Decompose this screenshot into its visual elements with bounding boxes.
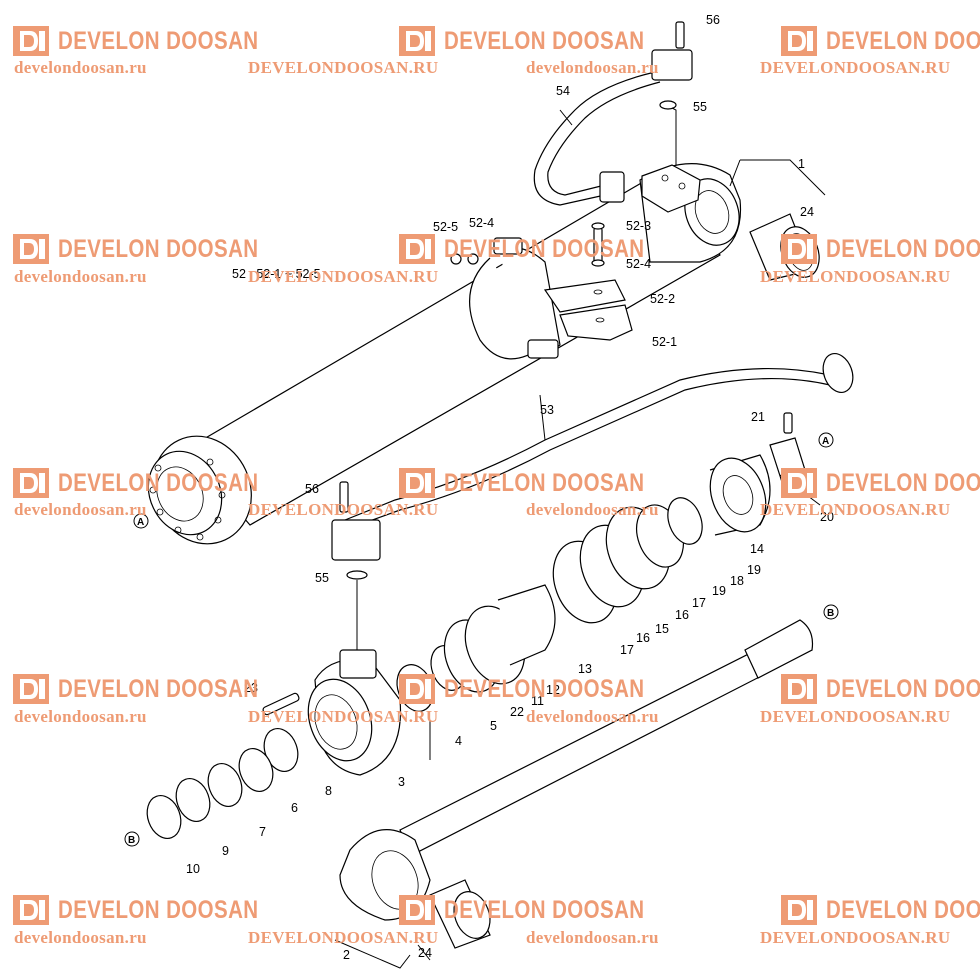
callout-54: 54 [556, 84, 570, 98]
callout-23: 23 [244, 681, 258, 695]
callout-21: 21 [751, 410, 765, 424]
callout-14: 14 [750, 542, 764, 556]
callout-53: 53 [540, 403, 554, 417]
callout-2: 2 [343, 948, 350, 962]
callout-8: 8 [325, 784, 332, 798]
callout-1: 1 [798, 157, 805, 171]
callout-4: 4 [455, 734, 462, 748]
callout-24-top: 24 [800, 205, 814, 219]
callout-56-top: 56 [706, 13, 720, 27]
callout-13: 13 [578, 662, 592, 676]
callout-12: 12 [546, 683, 560, 697]
marker-b-right: B [827, 608, 834, 619]
callout-52-3: 52-3 [626, 219, 651, 233]
callout-52-4-right: 52-4 [626, 257, 651, 271]
callout-labels: 1 24 56 54 55 52-5 52-4 52-3 52-4 52 : 5… [186, 13, 834, 962]
marker-a-left: A [137, 517, 144, 528]
marker-b-left: B [128, 835, 135, 846]
callout-20: 20 [820, 510, 834, 524]
callout-17-b: 17 [620, 643, 634, 657]
callout-52-5: 52-5 [433, 220, 458, 234]
callout-3: 3 [398, 775, 405, 789]
callout-6: 6 [291, 801, 298, 815]
callout-16-b: 16 [636, 631, 650, 645]
callout-56-mid: 56 [305, 482, 319, 496]
tube-assembly [147, 163, 820, 545]
callout-55-mid: 55 [315, 571, 329, 585]
callout-17-a: 17 [692, 596, 706, 610]
callout-11: 11 [531, 694, 544, 708]
callout-19-a: 19 [747, 563, 761, 577]
callout-18: 18 [730, 574, 744, 588]
callout-52-2: 52-2 [650, 292, 675, 306]
callout-52-group: 52 : 52-1 ~ 52-5 [232, 267, 321, 281]
pipes [331, 21, 854, 580]
callout-10: 10 [186, 862, 200, 876]
callout-9: 9 [222, 844, 229, 858]
callout-5: 5 [490, 719, 497, 733]
callout-24-bottom: 24 [418, 946, 432, 960]
callout-22: 22 [510, 705, 524, 719]
marker-a-right: A [822, 436, 829, 447]
callout-55-top: 55 [693, 100, 707, 114]
callout-7: 7 [259, 825, 266, 839]
callout-52-1: 52-1 [652, 335, 677, 349]
callout-19-b: 19 [712, 584, 726, 598]
callout-52-4-top: 52-4 [469, 216, 494, 230]
reference-markers: A A B B [124, 432, 839, 847]
callout-16-a: 16 [675, 608, 689, 622]
callout-15: 15 [655, 622, 669, 636]
